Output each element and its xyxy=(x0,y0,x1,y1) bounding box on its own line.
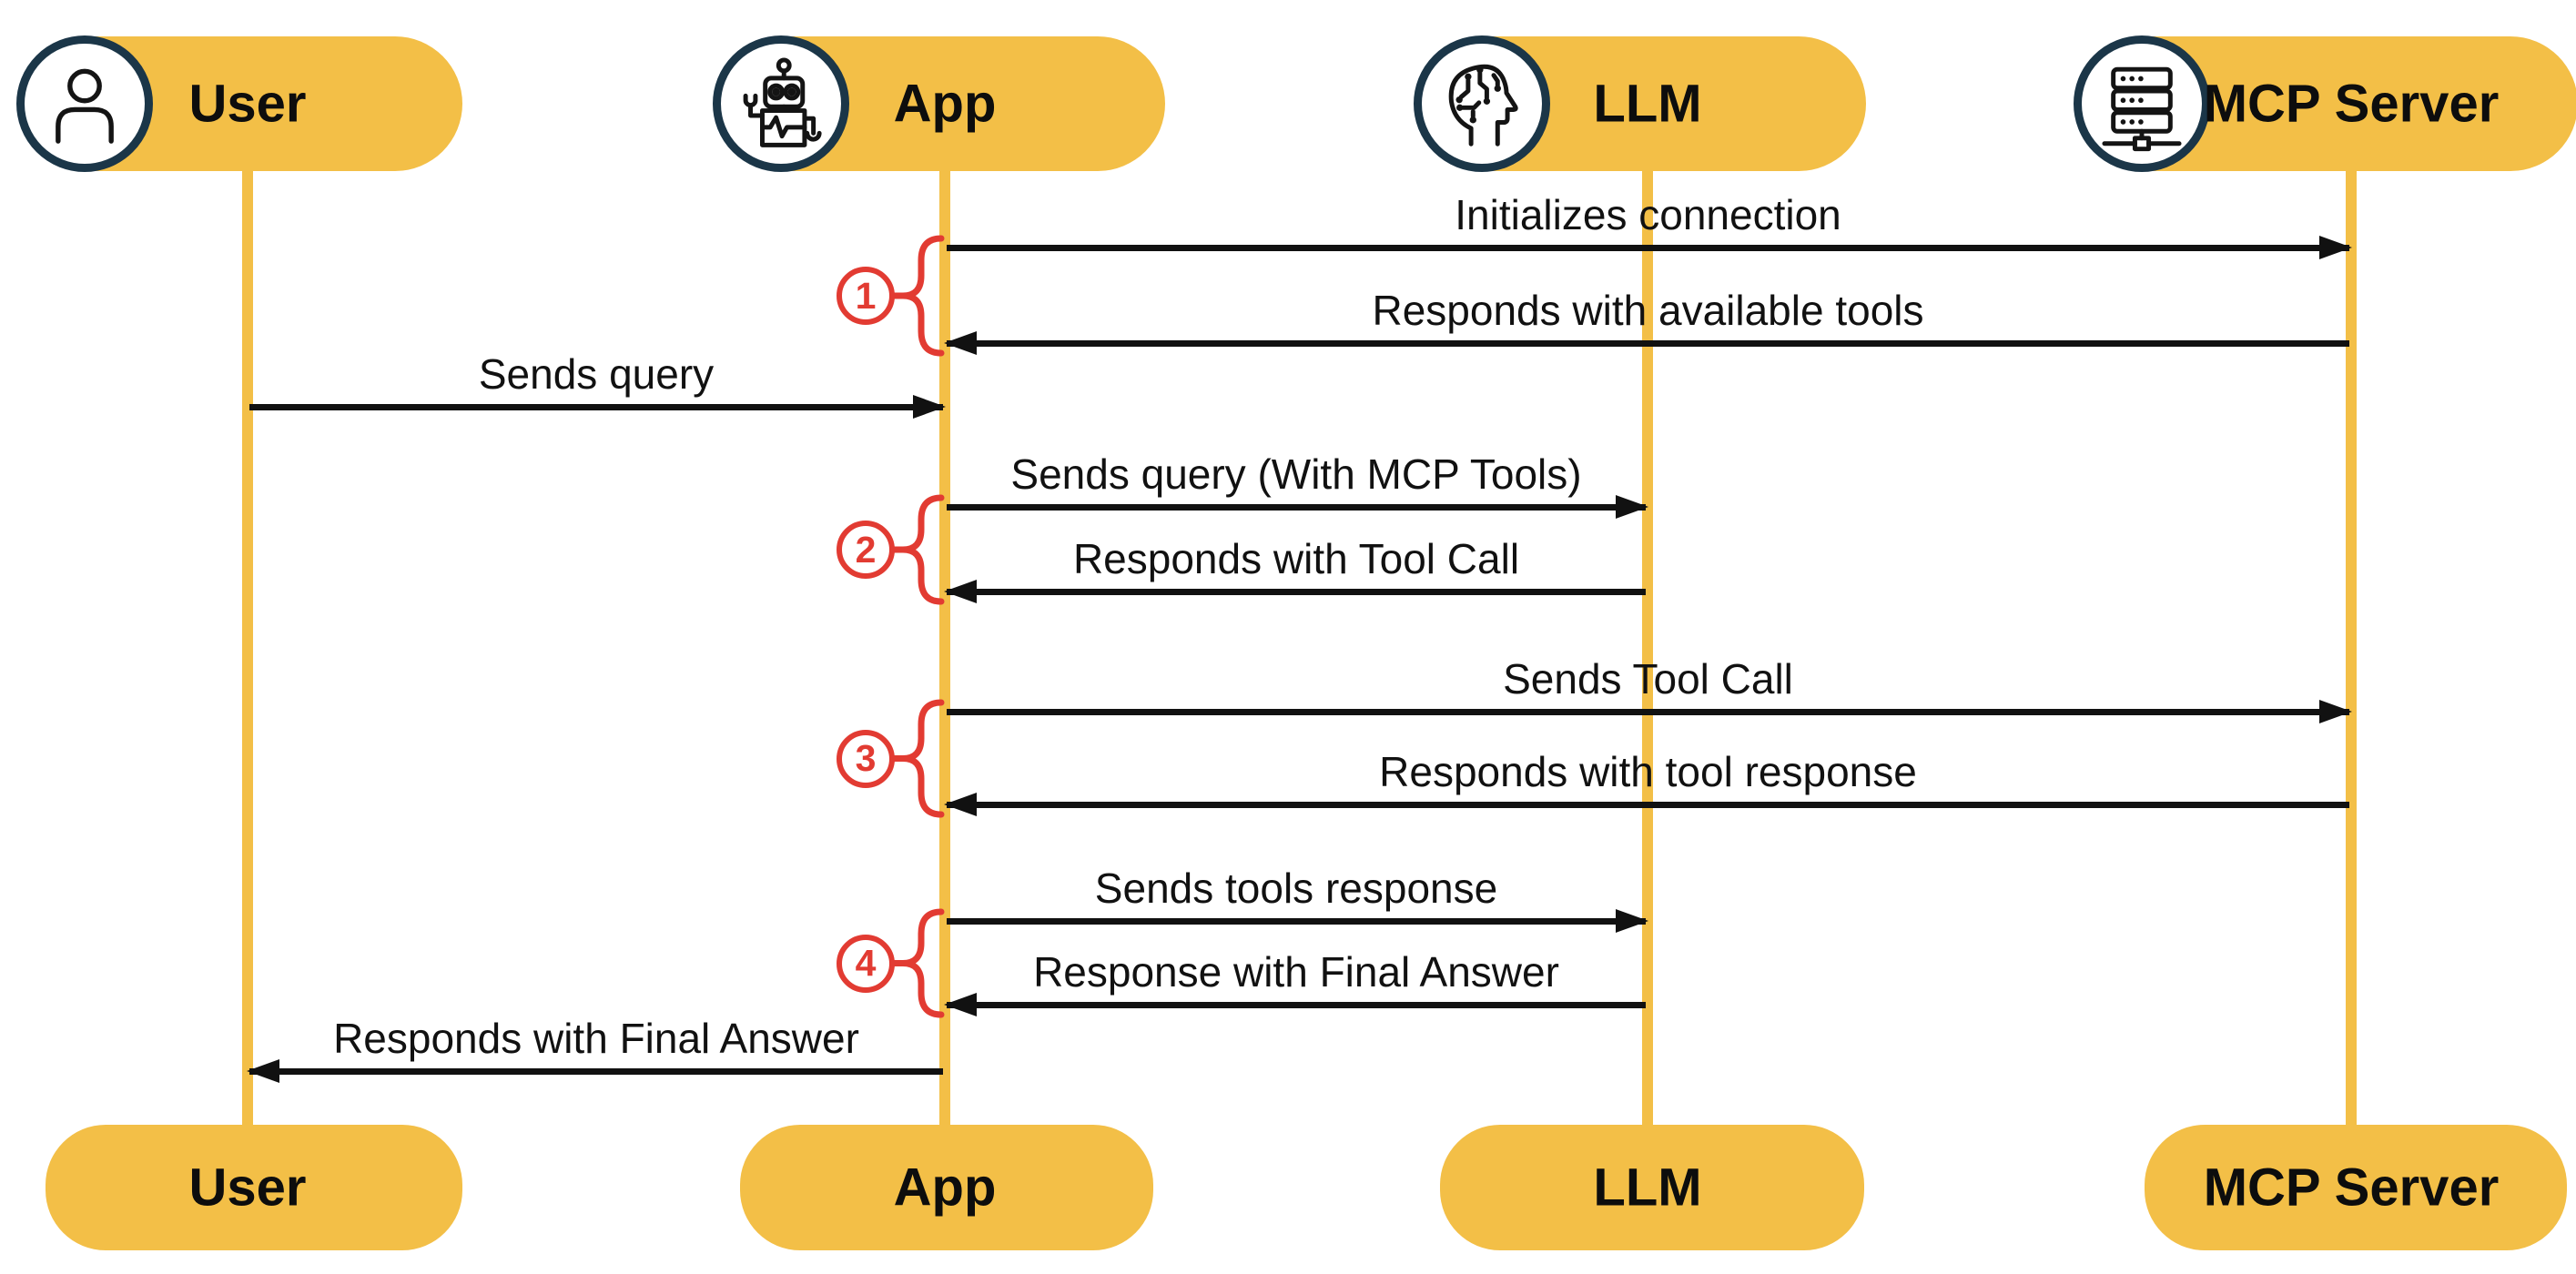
actor-top-label-llm: LLM xyxy=(1593,74,1702,134)
arrow-line xyxy=(947,504,1646,511)
lifeline-mcp xyxy=(2346,168,2357,1128)
arrowhead-icon xyxy=(2319,700,2352,723)
actor-bottom-pill-llm: LLM xyxy=(1440,1125,1864,1250)
actor-bottom-label-mcp: MCP Server xyxy=(2203,1158,2500,1218)
lifeline-user xyxy=(242,168,253,1128)
arrowhead-icon xyxy=(944,993,977,1016)
actor-top-pill-app: App xyxy=(713,35,1165,172)
arrowhead-icon xyxy=(2319,236,2352,259)
arrowhead-icon xyxy=(944,331,977,355)
actor-bottom-label-app: App xyxy=(893,1158,997,1218)
person-icon-circle xyxy=(16,35,153,172)
message-label: Responds with Final Answer xyxy=(333,1015,859,1062)
arrowhead-icon xyxy=(1616,495,1648,519)
actor-top-label-mcp: MCP Server xyxy=(2203,74,2500,134)
robot-icon-circle xyxy=(713,35,849,172)
actor-bottom-pill-app: App xyxy=(740,1125,1153,1250)
arrow-line xyxy=(947,589,1646,595)
actor-top-pill-user: User xyxy=(16,35,462,172)
actor-top-label-app: App xyxy=(893,74,997,134)
arrow-line xyxy=(249,1068,943,1075)
actor-bottom-label-user: User xyxy=(188,1158,307,1218)
actor-bottom-pill-mcp: MCP Server xyxy=(2145,1125,2567,1250)
arrow-line xyxy=(947,245,2349,251)
step-number-badge: 2 xyxy=(837,521,895,579)
message-label: Responds with available tools xyxy=(1372,287,1924,334)
server-icon-circle xyxy=(2074,35,2210,172)
message-label: Response with Final Answer xyxy=(1033,948,1559,996)
lifeline-llm xyxy=(1642,168,1653,1128)
message-label: Sends query (With MCP Tools) xyxy=(1010,450,1582,498)
actor-top-pill-mcp: MCP Server xyxy=(2074,35,2576,172)
message-label: Responds with tool response xyxy=(1379,748,1917,795)
person-icon xyxy=(56,68,114,144)
ai-head-icon xyxy=(1448,64,1518,147)
arrow-line xyxy=(947,802,2349,808)
message-label: Sends tools response xyxy=(1094,864,1498,912)
step-number-badge: 3 xyxy=(837,729,895,788)
arrowhead-icon xyxy=(913,395,946,419)
ai-head-icon-circle xyxy=(1414,35,1550,172)
arrowhead-icon xyxy=(1616,909,1648,933)
step-number-badge: 1 xyxy=(837,267,895,325)
arrow-line xyxy=(947,1002,1646,1008)
actor-bottom-pill-user: User xyxy=(46,1125,462,1250)
robot-icon xyxy=(743,57,822,147)
message-label: Sends Tool Call xyxy=(1503,655,1793,703)
message-label: Responds with Tool Call xyxy=(1072,535,1520,582)
actor-top-pill-llm: LLM xyxy=(1414,35,1866,172)
arrow-line xyxy=(947,340,2349,347)
arrow-line xyxy=(947,918,1646,925)
server-icon xyxy=(2102,66,2182,152)
arrowhead-icon xyxy=(944,793,977,816)
step-number-badge: 4 xyxy=(837,934,895,993)
arrowhead-icon xyxy=(247,1059,279,1083)
arrow-line xyxy=(249,404,943,410)
message-label: Initializes connection xyxy=(1455,191,1841,238)
arrow-line xyxy=(947,709,2349,715)
actor-bottom-label-llm: LLM xyxy=(1593,1158,1702,1218)
arrowhead-icon xyxy=(944,580,977,603)
message-label: Sends query xyxy=(478,350,715,398)
actor-top-label-user: User xyxy=(188,74,307,134)
